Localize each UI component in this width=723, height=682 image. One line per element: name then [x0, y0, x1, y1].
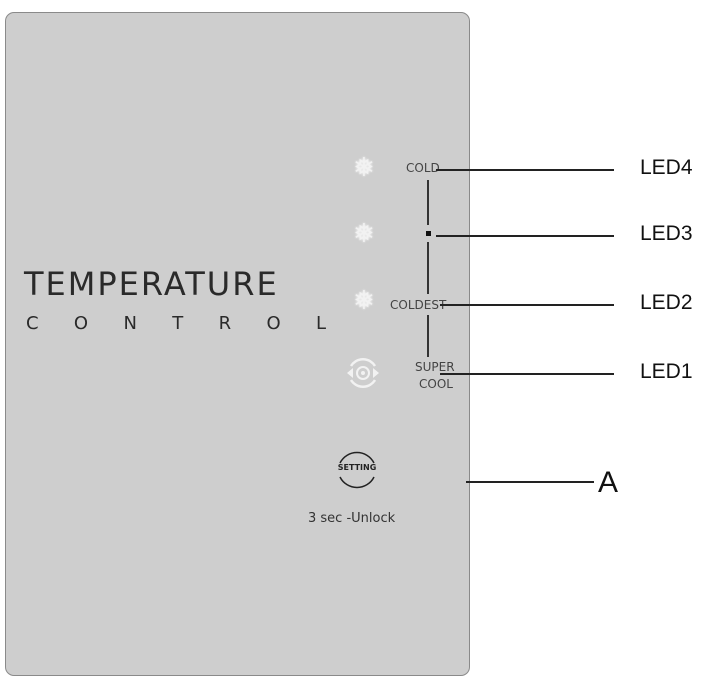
setting-button[interactable]: SETTING — [334, 447, 380, 493]
leader-line-led4 — [436, 169, 614, 171]
callout-a: A — [598, 466, 619, 499]
subtitle-letter: R — [218, 313, 232, 334]
unlock-hint: 3 sec -Unlock — [308, 511, 396, 526]
leader-line-led1 — [440, 373, 614, 375]
setting-button-icon — [339, 451, 375, 489]
panel-subtitle: C O N T R O L — [26, 313, 326, 334]
snowflake-icon: ❅ — [353, 219, 375, 249]
led-label-super: SUPER — [415, 360, 455, 374]
leader-line-a — [466, 481, 594, 483]
connector-line — [427, 180, 429, 225]
led3-dot — [426, 231, 431, 236]
led-label-coldest: COLDEST — [390, 298, 447, 312]
control-panel — [5, 12, 470, 676]
callout-led4: LED4 — [640, 156, 693, 179]
subtitle-letter: C — [26, 313, 39, 334]
led-label-cold: COLD — [406, 161, 440, 175]
snowflake-icon: ❅ — [353, 153, 375, 183]
connector-line — [427, 315, 429, 357]
connector-line — [427, 242, 429, 294]
leader-line-led3 — [436, 235, 614, 237]
subtitle-letter: O — [266, 313, 281, 334]
subtitle-letter: L — [315, 313, 326, 334]
snowflake-icon: ❅ — [353, 286, 375, 316]
subtitle-letter: T — [172, 313, 184, 334]
subtitle-letter: N — [123, 313, 137, 334]
led-label-cool: COOL — [419, 377, 453, 391]
callout-led1: LED1 — [640, 360, 693, 383]
callout-led3: LED3 — [640, 222, 693, 245]
panel-title: TEMPERATURE — [24, 265, 279, 303]
setting-button-label: SETTING — [337, 463, 377, 472]
subtitle-letter: O — [73, 313, 89, 334]
callout-led2: LED2 — [640, 291, 693, 314]
leader-line-led2 — [440, 304, 614, 306]
supercool-icon — [347, 357, 379, 389]
